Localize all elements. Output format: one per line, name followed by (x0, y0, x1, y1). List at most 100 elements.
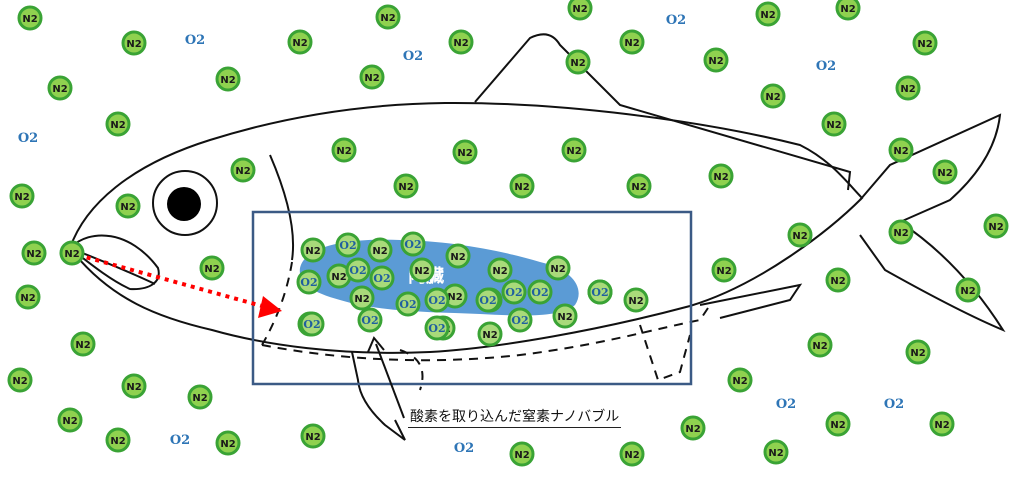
n2-bubble: N2 (567, 0, 593, 21)
n2-bubble: N2 (509, 441, 535, 467)
svg-text:N2: N2 (732, 376, 747, 387)
svg-text:N2: N2 (514, 450, 529, 461)
n2-bubble: N2 (105, 111, 131, 137)
n2-bubble: N2 (755, 1, 781, 27)
svg-text:N2: N2 (414, 266, 429, 277)
n2-bubble: N2 (561, 137, 587, 163)
o2-loaded-bubble: O2 (400, 231, 426, 257)
o2-loaded-bubble: O2 (335, 232, 361, 258)
svg-text:O2: O2 (373, 272, 390, 285)
n2-bubble: N2 (905, 339, 931, 365)
svg-text:O2: O2 (300, 276, 317, 289)
n2-bubble: N2 (57, 407, 83, 433)
svg-text:N2: N2 (900, 84, 915, 95)
n2-bubble: N2 (230, 157, 256, 183)
svg-text:N2: N2 (917, 39, 932, 50)
svg-text:N2: N2 (988, 222, 1003, 233)
svg-text:N2: N2 (336, 146, 351, 157)
n2-bubble: N2 (619, 29, 645, 55)
svg-text:O2: O2 (511, 314, 528, 327)
svg-text:N2: N2 (192, 393, 207, 404)
n2-bubble: N2 (760, 83, 786, 109)
n2-bubble: N2 (9, 183, 35, 209)
o2-loaded-bubble: O2 (501, 279, 527, 305)
n2-bubble: N2 (215, 66, 241, 92)
svg-text:N2: N2 (624, 450, 639, 461)
highlight-box (251, 210, 693, 386)
svg-text:N2: N2 (62, 416, 77, 427)
svg-text:N2: N2 (450, 252, 465, 263)
svg-text:O2: O2 (428, 294, 445, 307)
n2-bubble: N2 (199, 255, 225, 281)
o2-loaded-bubble: O2 (369, 265, 395, 291)
o2-loaded-bubble: O2 (527, 279, 553, 305)
n2-bubble-inner: N2 (445, 243, 471, 269)
n2-bubble: N2 (121, 30, 147, 56)
svg-text:N2: N2 (960, 286, 975, 297)
tail-fin (859, 113, 1006, 333)
n2-bubble: N2 (17, 5, 43, 31)
svg-text:N2: N2 (126, 382, 141, 393)
svg-text:N2: N2 (75, 340, 90, 351)
svg-text:N2: N2 (812, 341, 827, 352)
svg-text:N2: N2 (830, 420, 845, 431)
o2-loaded-bubble: O2 (395, 291, 421, 317)
svg-text:N2: N2 (120, 202, 135, 213)
fish-eye (152, 170, 218, 236)
svg-text:N2: N2 (22, 14, 37, 25)
n2-bubble: N2 (821, 111, 847, 137)
svg-text:O2: O2 (399, 298, 416, 311)
svg-text:N2: N2 (380, 13, 395, 24)
n2-bubble: N2 (983, 213, 1009, 239)
n2-bubble: N2 (452, 139, 478, 165)
anal-fin (639, 324, 691, 382)
annotation-arrow (367, 336, 405, 419)
n2-bubble-inner: N2 (623, 287, 649, 313)
caudal-peduncle (699, 283, 803, 319)
svg-text:N2: N2 (220, 75, 235, 86)
n2-bubble: N2 (703, 47, 729, 73)
svg-text:N2: N2 (768, 448, 783, 459)
n2-bubble-inner: N2 (552, 303, 578, 329)
svg-text:N2: N2 (514, 182, 529, 193)
o2-loaded-bubble: O2 (299, 311, 325, 337)
svg-text:N2: N2 (893, 146, 908, 157)
n2-bubble: N2 (359, 64, 385, 90)
o2-molecule: O2 (403, 49, 423, 64)
svg-text:N2: N2 (934, 420, 949, 431)
n2-bubble-inner: N2 (477, 321, 503, 347)
n2-bubble: N2 (121, 373, 147, 399)
svg-text:N2: N2 (126, 39, 141, 50)
n2-bubble: N2 (711, 257, 737, 283)
n2-bubble: N2 (929, 411, 955, 437)
svg-text:O2: O2 (428, 322, 445, 335)
svg-text:N2: N2 (910, 348, 925, 359)
n2-bubble: N2 (955, 277, 981, 303)
bubble-layer: N2N2N2N2N2N2N2N2N2N2N2N2N2N2N2N2N2N2N2N2… (7, 0, 1009, 467)
o2-molecule: O2 (884, 397, 904, 412)
n2-bubble: N2 (59, 240, 85, 266)
svg-text:O2: O2 (361, 314, 378, 327)
svg-text:N2: N2 (557, 312, 572, 323)
n2-bubble-inner: N2 (367, 237, 393, 263)
o2-loaded-bubble: O2 (345, 257, 371, 283)
svg-text:N2: N2 (372, 246, 387, 257)
svg-text:O2: O2 (531, 286, 548, 299)
svg-text:O2: O2 (591, 286, 608, 299)
n2-bubble: N2 (47, 75, 73, 101)
svg-text:N2: N2 (685, 424, 700, 435)
svg-text:N2: N2 (447, 292, 462, 303)
n2-bubble: N2 (105, 427, 131, 453)
n2-bubble: N2 (825, 411, 851, 437)
n2-bubble: N2 (895, 75, 921, 101)
n2-bubble: N2 (448, 29, 474, 55)
n2-bubble: N2 (7, 367, 33, 393)
n2-bubble: N2 (626, 173, 652, 199)
n2-bubble: N2 (787, 222, 813, 248)
n2-bubble: N2 (187, 384, 213, 410)
o2-loaded-bubble: O2 (296, 269, 322, 295)
o2-loaded-bubble: O2 (507, 307, 533, 333)
n2-bubble: N2 (215, 430, 241, 456)
svg-text:N2: N2 (840, 4, 855, 15)
